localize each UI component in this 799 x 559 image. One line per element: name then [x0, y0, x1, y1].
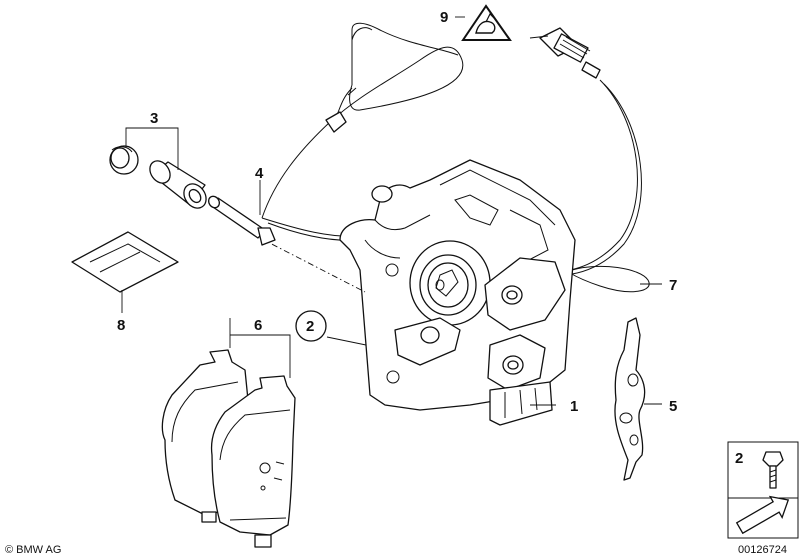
- callout-6: 6: [254, 317, 262, 334]
- wear-sensor-connector: [529, 27, 601, 79]
- callout-1: 1: [570, 398, 578, 415]
- warning-triangle-icon: [461, 4, 512, 41]
- callout-3: 3: [150, 110, 158, 127]
- bolt-head-icon: [762, 451, 784, 467]
- brake-caliper: [259, 159, 576, 426]
- grease-packet: [71, 231, 179, 293]
- bolt-inset: 2: [727, 441, 799, 499]
- direction-arrow-inset: [727, 495, 799, 539]
- copyright-text: © BMW AG: [5, 544, 61, 556]
- callout-4: 4: [255, 165, 264, 182]
- inset-callout-2: 2: [735, 450, 743, 467]
- leader-lines: [121, 127, 662, 406]
- guide-pin: [208, 195, 276, 246]
- callout-7: 7: [669, 277, 677, 294]
- guide-bushings: [109, 145, 207, 209]
- diagram-number: 00126724: [738, 544, 787, 556]
- callout-2-circled: 2: [295, 310, 327, 342]
- spring-clip: [614, 317, 646, 481]
- callout-8: 8: [117, 317, 125, 334]
- callout-5: 5: [669, 398, 677, 415]
- wear-sensor-cable: [261, 22, 650, 293]
- callout-9: 9: [440, 9, 448, 26]
- svg-text:2: 2: [306, 318, 314, 335]
- arrow-icon: [735, 495, 790, 535]
- brake-pads: [161, 349, 296, 548]
